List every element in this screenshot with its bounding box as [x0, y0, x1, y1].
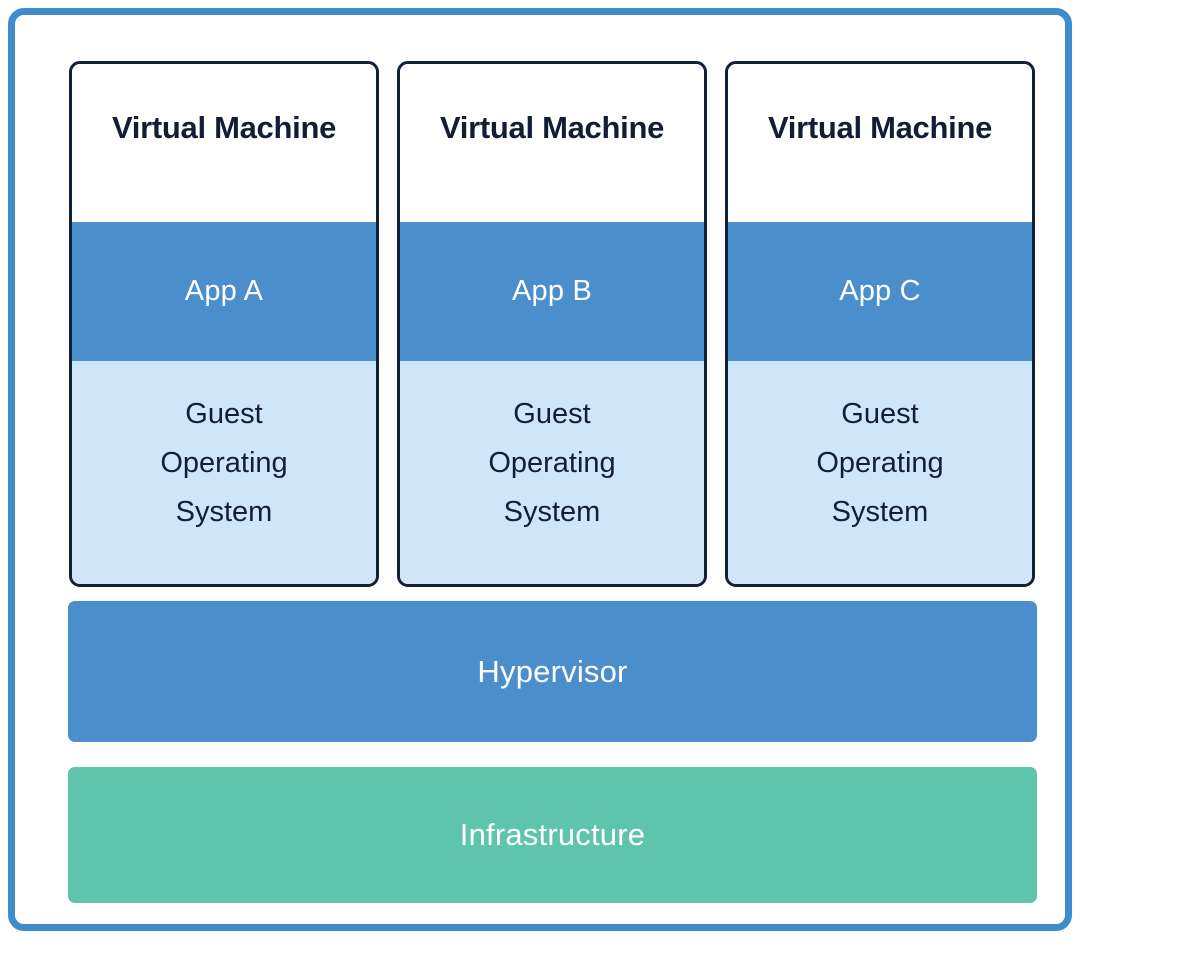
hypervisor-label: Hypervisor: [477, 653, 628, 689]
vm-guest-os-line-1c: System: [175, 495, 273, 528]
vm-app-block-2[interactable]: App B: [400, 222, 704, 361]
vm-guest-os-line-1a: Guest: [185, 398, 263, 431]
vm-title-2: Virtual Machine: [439, 110, 665, 145]
vm-guest-os-line-2a: Guest: [513, 398, 591, 431]
vm-app-block-1[interactable]: App A: [72, 222, 376, 361]
vm-title-zone-2: Virtual Machine: [400, 64, 704, 222]
virtual-machine-card-3[interactable]: Virtual Machine App C Guest Operating Sy…: [725, 61, 1035, 587]
vm-guest-os-lines-3: Guest Operating System: [816, 390, 943, 536]
hypervisor-layer[interactable]: Hypervisor: [68, 601, 1037, 742]
layer-stack: Virtual Machine App A Guest Operating Sy…: [15, 15, 1065, 924]
vm-guest-os-block-2[interactable]: Guest Operating System: [400, 361, 704, 584]
vm-title-zone-3: Virtual Machine: [728, 64, 1032, 222]
virtual-machine-card-2[interactable]: Virtual Machine App B Guest Operating Sy…: [397, 61, 707, 587]
vm-app-label-2: App B: [512, 275, 592, 307]
vm-guest-os-lines-1: Guest Operating System: [160, 390, 287, 536]
virtual-machine-card-1[interactable]: Virtual Machine App A Guest Operating Sy…: [69, 61, 379, 587]
infrastructure-label: Infrastructure: [459, 817, 646, 852]
diagram-outer-frame: Virtual Machine App A Guest Operating Sy…: [8, 8, 1072, 931]
vm-guest-os-lines-2: Guest Operating System: [488, 390, 615, 536]
vm-guest-os-line-2c: System: [503, 495, 601, 528]
vm-app-label-1: App A: [184, 275, 264, 307]
vm-title-3: Virtual Machine: [767, 110, 993, 145]
vm-app-label-3: App C: [839, 275, 921, 307]
virtual-machine-row: Virtual Machine App A Guest Operating Sy…: [69, 61, 1035, 587]
vm-guest-os-line-3b: Operating: [816, 447, 944, 480]
vm-guest-os-line-3c: System: [831, 495, 929, 528]
vm-guest-os-line-2b: Operating: [488, 447, 616, 480]
vm-title-1: Virtual Machine: [111, 110, 337, 145]
vm-guest-os-block-3[interactable]: Guest Operating System: [728, 361, 1032, 584]
infrastructure-layer[interactable]: Infrastructure: [68, 767, 1037, 903]
vm-app-block-3[interactable]: App C: [728, 222, 1032, 361]
vm-guest-os-line-3a: Guest: [841, 398, 919, 431]
vm-title-zone-1: Virtual Machine: [72, 64, 376, 222]
vm-guest-os-line-1b: Operating: [160, 447, 288, 480]
vm-guest-os-block-1[interactable]: Guest Operating System: [72, 361, 376, 584]
